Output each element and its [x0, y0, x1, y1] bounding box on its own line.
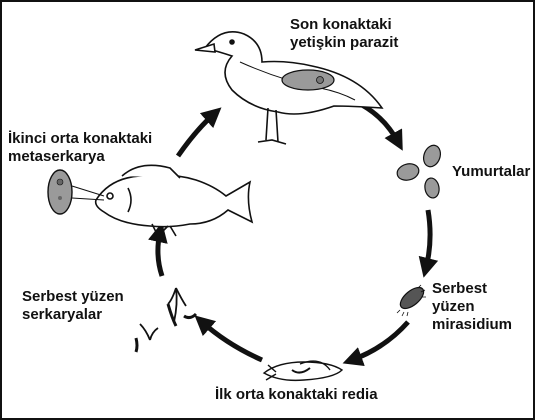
arrow-adult-to-eggs [362, 105, 398, 142]
cercaria-stage-label: Serbest yüzen serkaryalar [22, 288, 124, 324]
fish-icon [96, 165, 252, 236]
redia-label: İlk orta konaktaki redia [215, 386, 378, 404]
cercaria-icon [136, 288, 196, 352]
arrow-eggs-to-miracidium [426, 210, 430, 268]
miracidium-icon [397, 284, 427, 316]
adult-label-line2: yetişkin parazit [290, 34, 398, 52]
eggs-stage-label: Yumurtalar [452, 163, 530, 181]
cyst-icon [48, 170, 104, 214]
cercaria-label-line1: Serbest yüzen [22, 288, 124, 306]
arrow-cercaria-to-fish [158, 232, 162, 276]
metacercaria-stage-label: İkinci orta konaktaki metaserkarya [8, 130, 152, 166]
cercaria-label-line2: serkaryalar [22, 306, 124, 324]
redia-stage-label: İlk orta konaktaki redia [215, 386, 378, 404]
adult-parasite-icon [282, 70, 334, 90]
arrow-redia-to-cercaria [202, 322, 262, 360]
miracidium-stage-label: Serbest yüzen mirasidium [432, 280, 512, 334]
arrow-fish-to-bird [178, 114, 214, 156]
miracidium-label-line1: Serbest [432, 280, 512, 298]
arrow-miracidium-to-redia [352, 322, 408, 360]
eggs-label: Yumurtalar [452, 163, 530, 181]
metacercaria-label-line1: İkinci orta konaktaki [8, 130, 152, 148]
metacercaria-label-line2: metaserkarya [8, 148, 152, 166]
adult-label-line1: Son konaktaki [290, 16, 398, 34]
miracidium-label-line3: mirasidium [432, 316, 512, 334]
cycle-arrows [158, 105, 430, 360]
adult-stage-label: Son konaktaki yetişkin parazit [290, 16, 398, 52]
snail-icon [264, 361, 342, 380]
miracidium-label-line2: yüzen [432, 298, 512, 316]
egg-icon [395, 143, 443, 199]
